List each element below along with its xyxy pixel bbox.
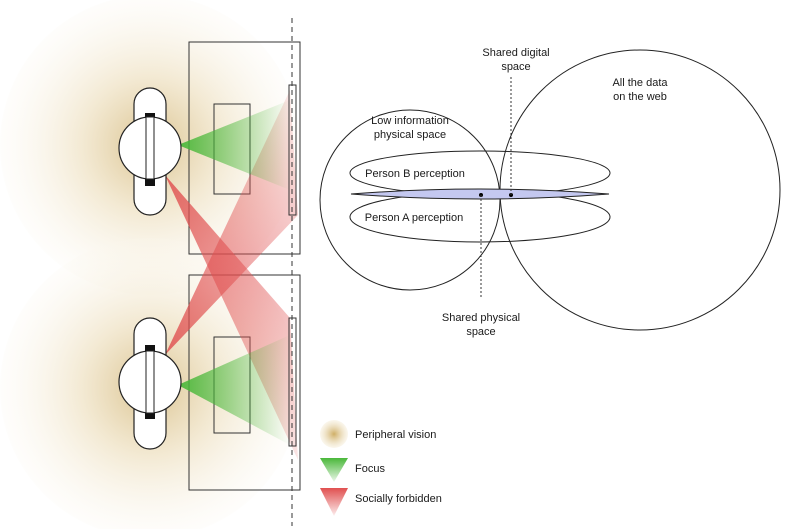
person-b-label: Person B perception [365,168,465,180]
legend-focus-label: Focus [355,463,385,475]
low-info-label-line1: Low information [371,115,449,127]
shared-digital-label-line1: Shared digital [482,47,549,59]
all-data-label-line2: on the web [613,91,667,103]
legend-peripheral-icon [320,420,348,448]
person-a-label: Person A perception [365,212,463,224]
shared-physical-label-line1: Shared physical [442,312,520,324]
low-info-label-line2: physical space [374,129,446,141]
person-bottom [118,317,182,450]
legend-forbidden-label: Socially forbidden [355,493,442,505]
focus-beam-bottom [178,335,290,445]
legend-forbidden-icon [320,488,348,516]
shared-physical-label-line2: space [466,326,495,338]
person-top [118,87,182,216]
shared-digital-label-line2: space [501,61,530,73]
legend-focus-icon [320,458,348,482]
all-data-label-line1: All the data [612,77,668,89]
legend-peripheral-label: Peripheral vision [355,429,436,441]
focus-beam-top [178,100,290,190]
legend: Peripheral vision Focus Socially forbidd… [320,420,442,516]
